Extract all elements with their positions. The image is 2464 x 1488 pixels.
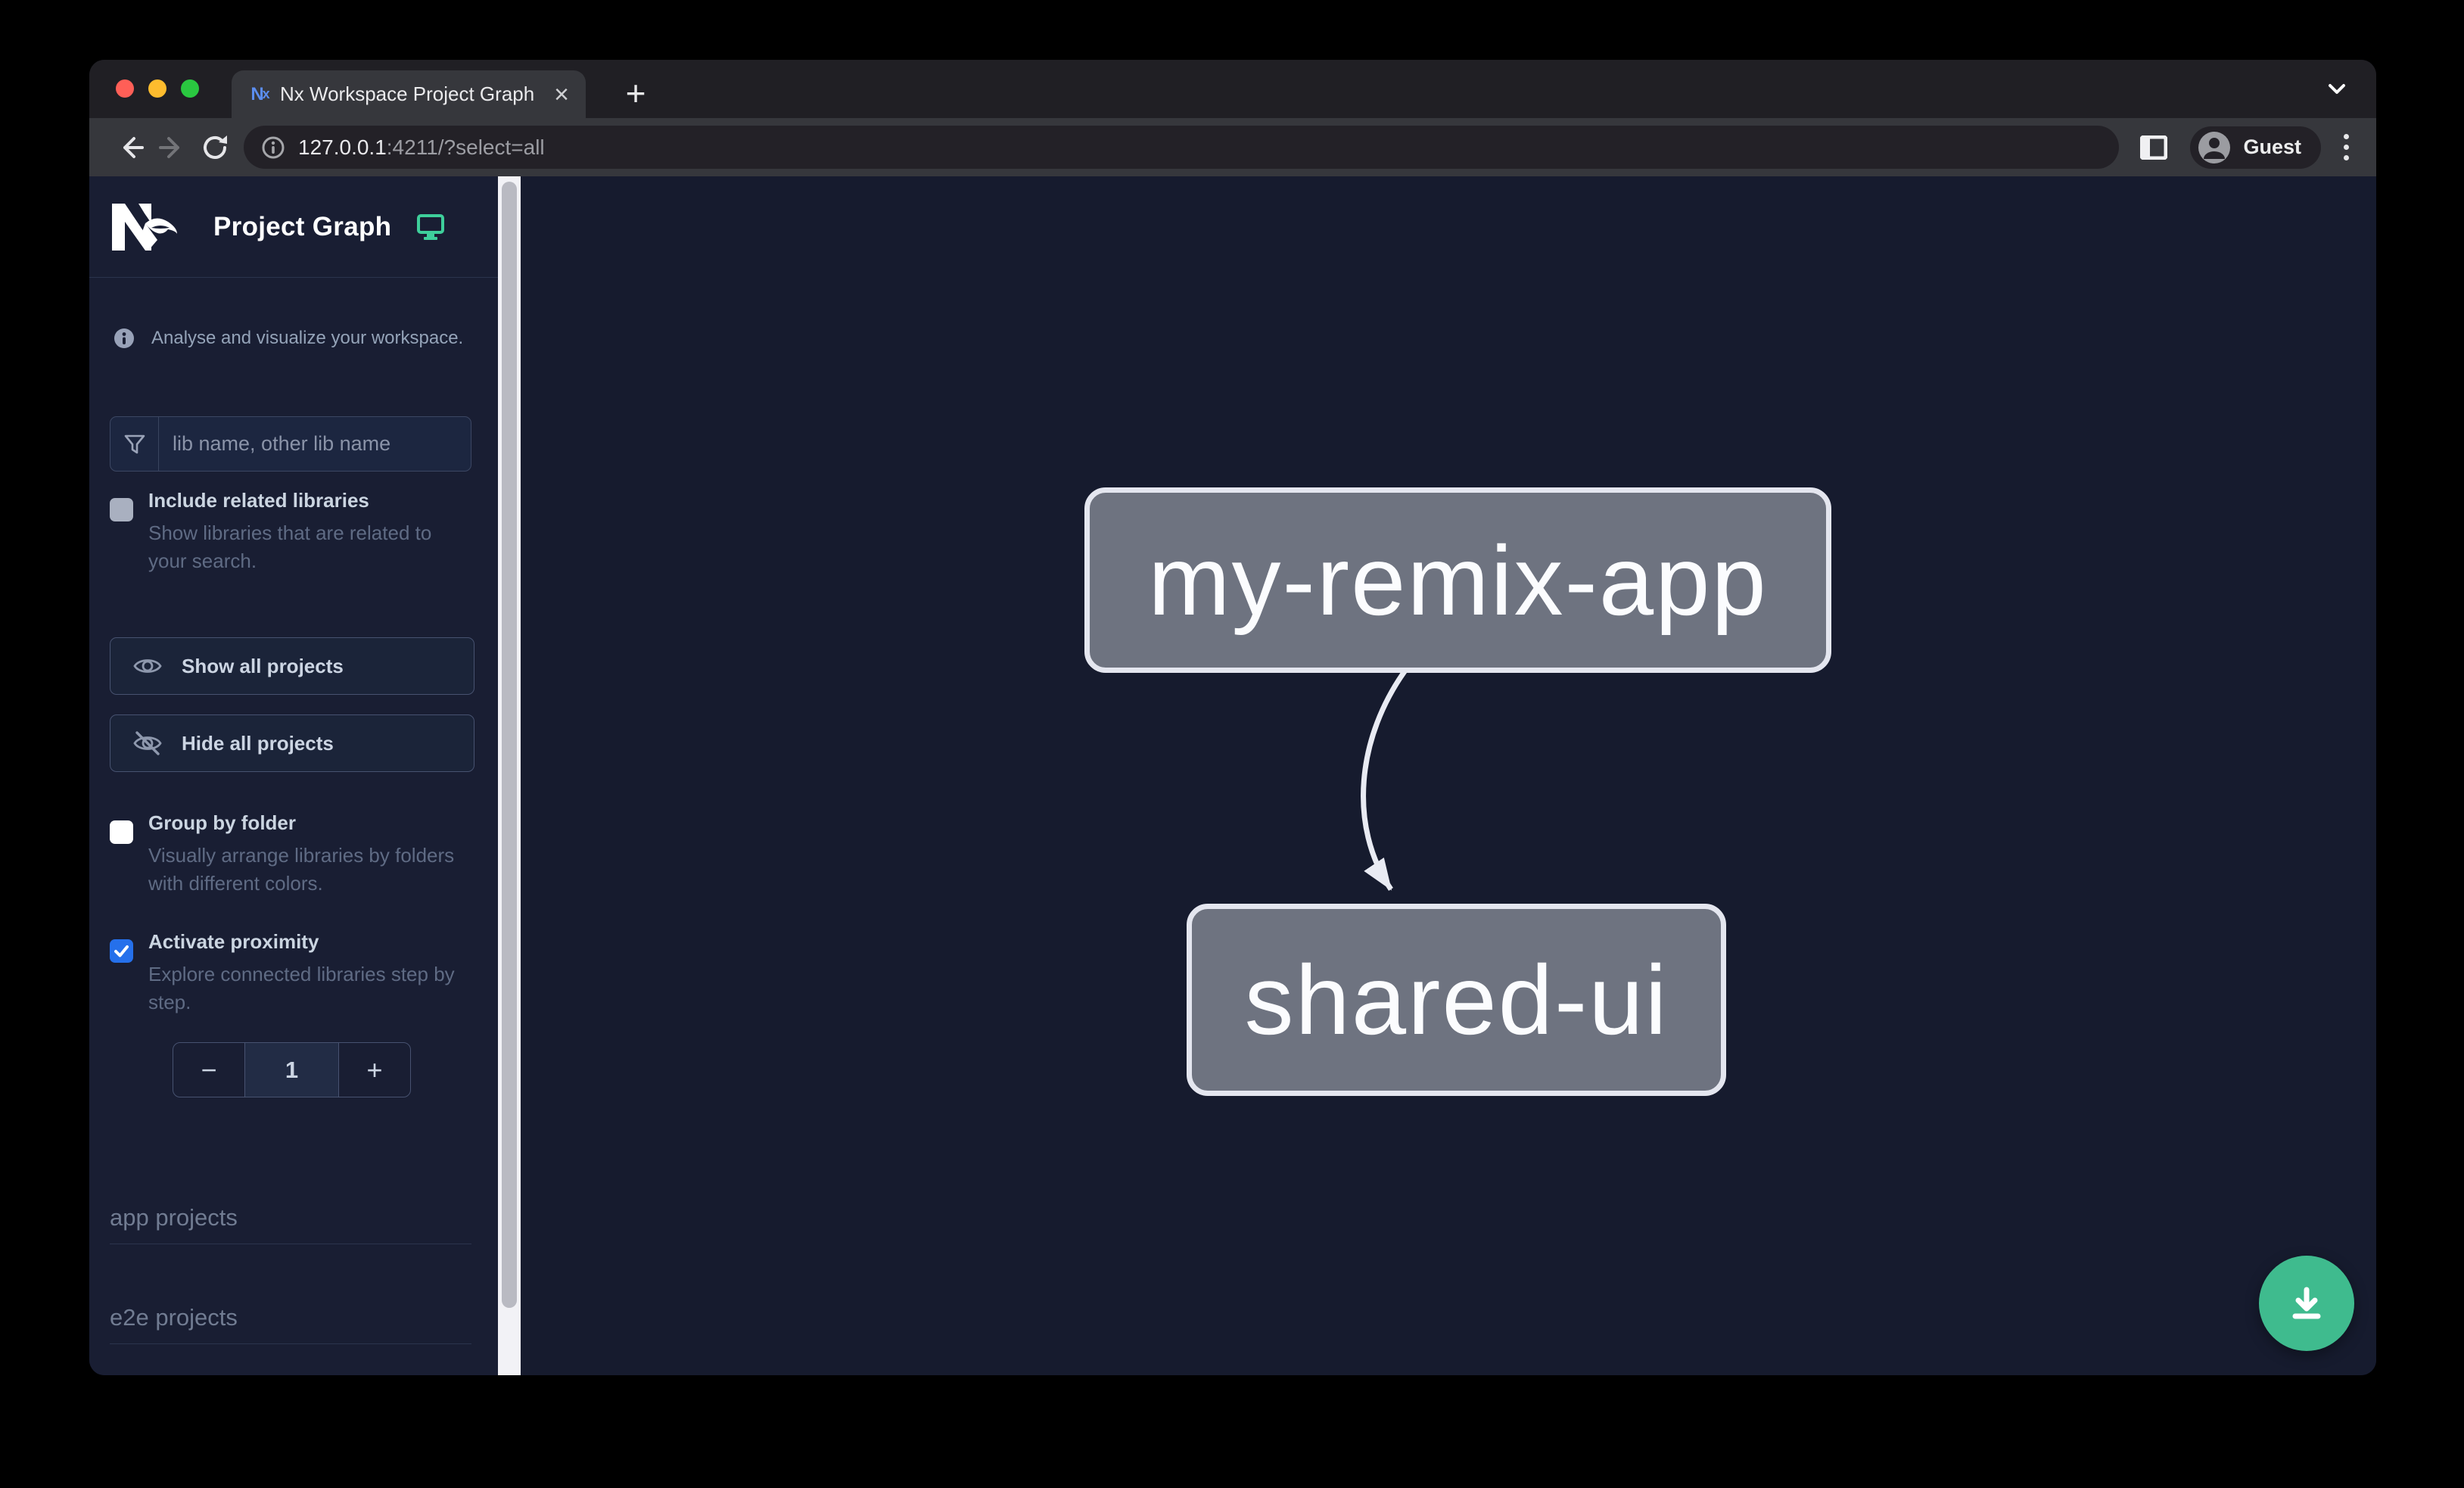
node-label: shared-ui: [1244, 945, 1669, 1055]
close-window-button[interactable]: [116, 79, 134, 98]
toggle-label: Include related libraries: [148, 489, 369, 512]
browser-toolbar: 127.0.0.1:4211/?select=all Guest: [89, 118, 2376, 176]
node-my-remix-app[interactable]: my-remix-app: [1084, 487, 1831, 673]
graph-canvas[interactable]: my-remix-app shared-ui: [521, 176, 2376, 1375]
decrement-button[interactable]: −: [201, 1054, 217, 1085]
side-panel-icon[interactable]: [2133, 126, 2175, 169]
toggle-group-by-folder[interactable]: Group by folder Visually arrange librari…: [110, 811, 458, 898]
toggle-description: Show libraries that are related to your …: [148, 521, 432, 573]
tagline-text: Analyse and visualize your workspace.: [151, 328, 464, 348]
toggle-include-related-libraries[interactable]: Include related libraries Show libraries…: [110, 488, 458, 576]
sidebar-header: Project Graph: [89, 176, 498, 278]
toggle-label: Group by folder: [148, 811, 296, 834]
section-app-projects: app projects: [110, 1204, 471, 1244]
filter-field: [110, 416, 471, 472]
checkbox-activate-proximity[interactable]: [110, 939, 133, 963]
address-bar[interactable]: 127.0.0.1:4211/?select=all: [244, 126, 2120, 169]
checkbox-group-by-folder[interactable]: [110, 820, 133, 844]
tagline-row: Analyse and visualize your workspace.: [114, 328, 463, 349]
toggle-description: Explore connected libraries step by step…: [148, 962, 455, 1014]
nx-logo: [112, 203, 177, 251]
proximity-stepper: − 1 +: [173, 1042, 411, 1097]
reload-icon[interactable]: [194, 126, 236, 169]
increment-button[interactable]: +: [366, 1054, 383, 1085]
back-icon[interactable]: [109, 126, 151, 169]
zoom-window-button[interactable]: [181, 79, 199, 98]
toggle-description: Visually arrange libraries by folders wi…: [148, 843, 455, 895]
rankdir-monitor-icon[interactable]: [417, 213, 445, 240]
avatar-icon: [2198, 131, 2231, 163]
url-host: 127.0.0.1: [298, 135, 387, 159]
proximity-value: 1: [244, 1043, 339, 1097]
sidebar-scrollbar[interactable]: [498, 176, 521, 1375]
node-shared-ui[interactable]: shared-ui: [1187, 904, 1726, 1096]
eye-icon: [133, 659, 162, 673]
info-icon: [114, 328, 134, 348]
minimize-window-button[interactable]: [148, 79, 166, 98]
graph-edge: [1361, 666, 1409, 891]
new-tab-button[interactable]: +: [625, 73, 646, 113]
button-label: Hide all projects: [182, 731, 334, 755]
content-area: Project Graph Analyse and visualize your…: [89, 176, 2376, 1375]
forward-icon[interactable]: [151, 126, 194, 169]
close-tab-icon[interactable]: ×: [554, 79, 569, 109]
sidebar: Project Graph Analyse and visualize your…: [89, 176, 498, 1375]
show-all-projects-button[interactable]: Show all projects: [110, 637, 474, 695]
toggle-label: Activate proximity: [148, 930, 319, 953]
checkbox-include-related-libraries[interactable]: [110, 498, 133, 521]
check-icon: [114, 945, 129, 957]
filter-input[interactable]: [159, 432, 471, 456]
tab-title: Nx Workspace Project Graph: [280, 82, 535, 105]
profile-label: Guest: [2243, 135, 2301, 158]
tab-search-chevron-icon[interactable]: [2323, 75, 2350, 106]
browser-menu-icon[interactable]: [2336, 134, 2357, 160]
section-e2e-projects: e2e projects: [110, 1304, 471, 1344]
site-info-icon[interactable]: [260, 135, 286, 160]
page-title: Project Graph: [213, 211, 392, 241]
download-image-button[interactable]: [2259, 1256, 2354, 1351]
toggle-activate-proximity[interactable]: Activate proximity Explore connected lib…: [110, 929, 458, 1017]
profile-button[interactable]: Guest: [2190, 126, 2321, 169]
download-icon: [2292, 1287, 2321, 1319]
scrollbar-thumb[interactable]: [502, 182, 517, 1308]
node-label: my-remix-app: [1148, 525, 1768, 636]
funnel-icon: [110, 417, 159, 471]
url-text: 127.0.0.1:4211/?select=all: [298, 135, 545, 160]
hide-all-projects-button[interactable]: Hide all projects: [110, 714, 474, 772]
url-path: :4211/?select=all: [386, 135, 545, 159]
button-label: Show all projects: [182, 654, 344, 677]
eye-off-icon: [133, 731, 162, 755]
